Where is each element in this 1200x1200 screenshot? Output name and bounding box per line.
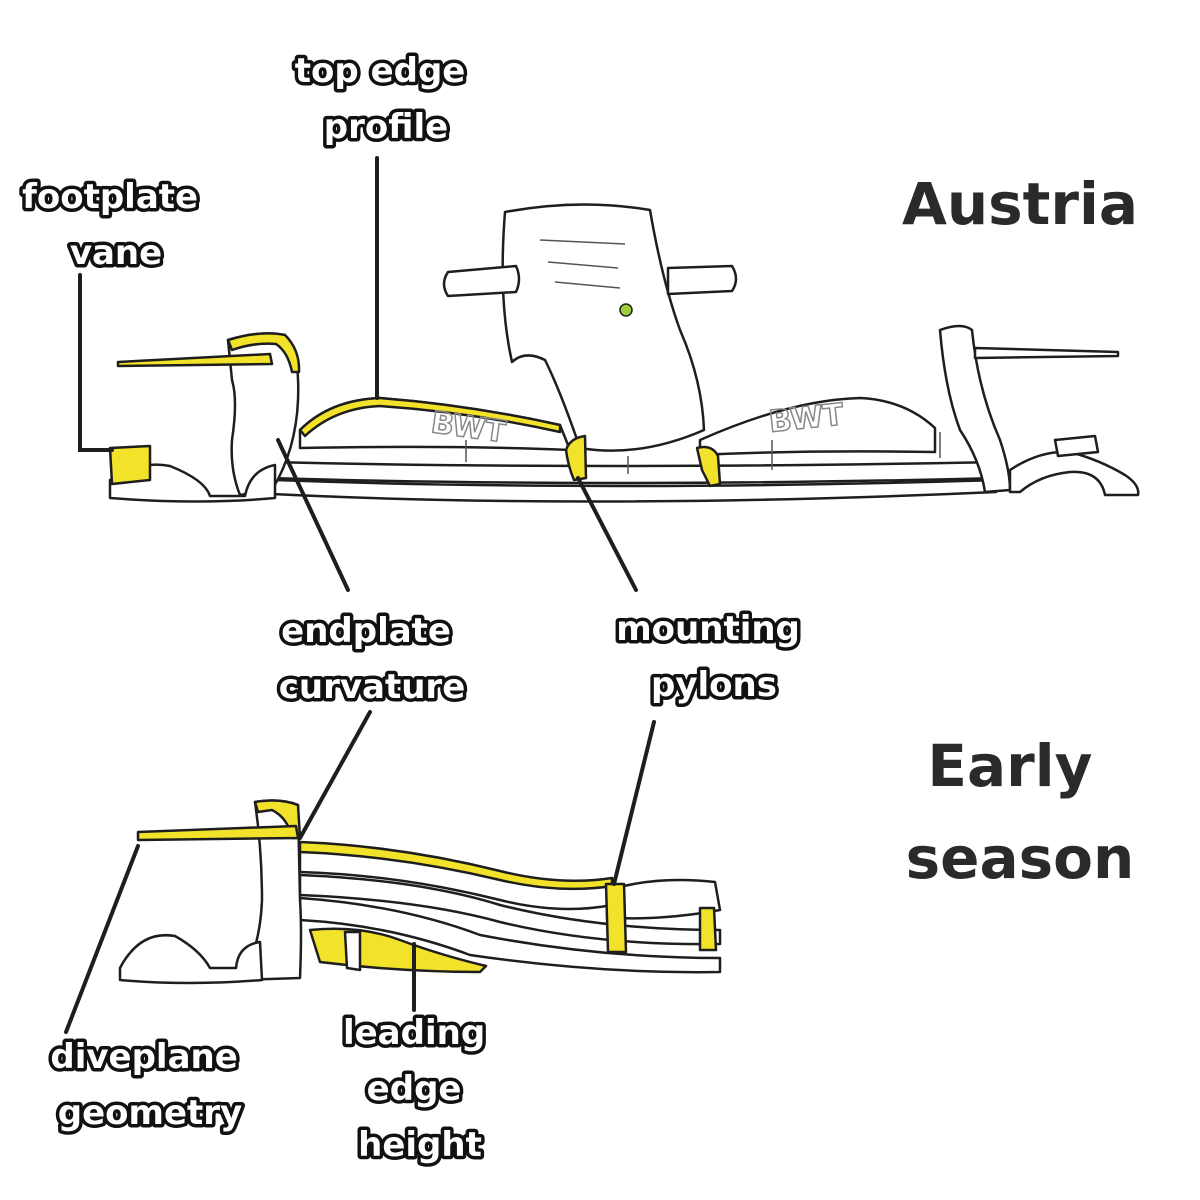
- label-endplate-curvature: endplate curvature: [279, 611, 466, 707]
- austria-top-edge-highlight: [298, 396, 562, 438]
- early-diveplane: [136, 824, 300, 842]
- label-footplate-vane-line2: vane: [70, 233, 162, 273]
- label-mounting-pylons: mounting pylons: [616, 609, 812, 705]
- austria-right-vane: [1053, 434, 1100, 458]
- austria-right-flap: [698, 396, 937, 457]
- austria-right-diveplane: [973, 346, 1120, 360]
- callout-lines: [64, 156, 656, 1034]
- callout-mounting-pylons-early: [612, 720, 656, 886]
- label-top-edge-profile-line1: top edge: [295, 51, 466, 91]
- austria-right-flap-logo: BWT: [767, 397, 846, 440]
- austria-nose-left-peg: [442, 264, 521, 298]
- annotation-labels: top edge profile footplate vane endplate…: [19, 48, 1140, 1169]
- label-endplate-curvature-line2: curvature: [279, 667, 466, 707]
- heading-early-season-line2: season: [906, 824, 1135, 892]
- label-diveplane-geometry: diveplane geometry: [50, 1037, 249, 1133]
- austria-nose-cone: [501, 203, 706, 452]
- label-top-edge-profile-line2: profile: [324, 107, 448, 147]
- label-mounting-pylons-line2: pylons: [651, 665, 777, 705]
- callout-mounting-pylons-austria: [576, 476, 638, 592]
- early-footplate: [118, 933, 264, 985]
- austria-right-endplate: [938, 324, 1012, 494]
- label-footplate-vane: footplate vane: [22, 177, 210, 273]
- austria-endplate-top-highlight: [226, 332, 301, 374]
- early-slot-vane: [343, 930, 362, 972]
- austria-mounting-pylon-left: [564, 434, 588, 482]
- callout-endplate-curvature-early: [298, 710, 372, 840]
- label-diveplane-geometry-line1: diveplane: [50, 1037, 237, 1077]
- callout-footplate-vane: [78, 273, 114, 452]
- label-leading-edge-height-line1: leading: [343, 1013, 485, 1053]
- label-leading-edge-height: leading edge height: [343, 1013, 497, 1165]
- austria-right-footplate: [1008, 450, 1140, 497]
- callout-endplate-curvature-austria: [276, 438, 350, 592]
- early-season-front-wing: [118, 799, 722, 985]
- heading-early-season: Early season: [906, 732, 1135, 892]
- early-nose-tip: [614, 878, 722, 920]
- austria-mainplane: [266, 460, 1004, 485]
- label-top-edge-profile: top edge profile: [295, 51, 477, 147]
- austria-left-diveplane: [116, 352, 274, 368]
- austria-nose-sensor: [619, 303, 633, 317]
- early-mounting-pylon-front: [604, 882, 628, 954]
- heading-early-season-line1: Early: [927, 732, 1092, 800]
- early-mainplane-lower: [298, 896, 722, 974]
- austria-nose-right-peg: [666, 264, 738, 296]
- austria-mounting-pylon-right: [695, 445, 722, 488]
- label-mounting-pylons-line1: mounting: [616, 609, 800, 649]
- label-footplate-vane-line1: footplate: [22, 177, 198, 217]
- label-leading-edge-height-line2: edge: [367, 1069, 462, 1109]
- early-mounting-pylon-rear: [698, 906, 718, 952]
- austria-nose-markings: [539, 239, 626, 289]
- heading-austria: Austria: [902, 170, 1138, 238]
- label-endplate-curvature-line1: endplate: [281, 611, 451, 651]
- austria-front-wing: BWT BWT: [108, 203, 1140, 503]
- label-diveplane-geometry-line2: geometry: [58, 1093, 242, 1133]
- label-leading-edge-height-line3: height: [358, 1125, 482, 1165]
- callout-diveplane-geometry: [64, 844, 140, 1034]
- austria-footplate-vane: [108, 444, 152, 486]
- austria-flap-adjusters: [465, 432, 941, 474]
